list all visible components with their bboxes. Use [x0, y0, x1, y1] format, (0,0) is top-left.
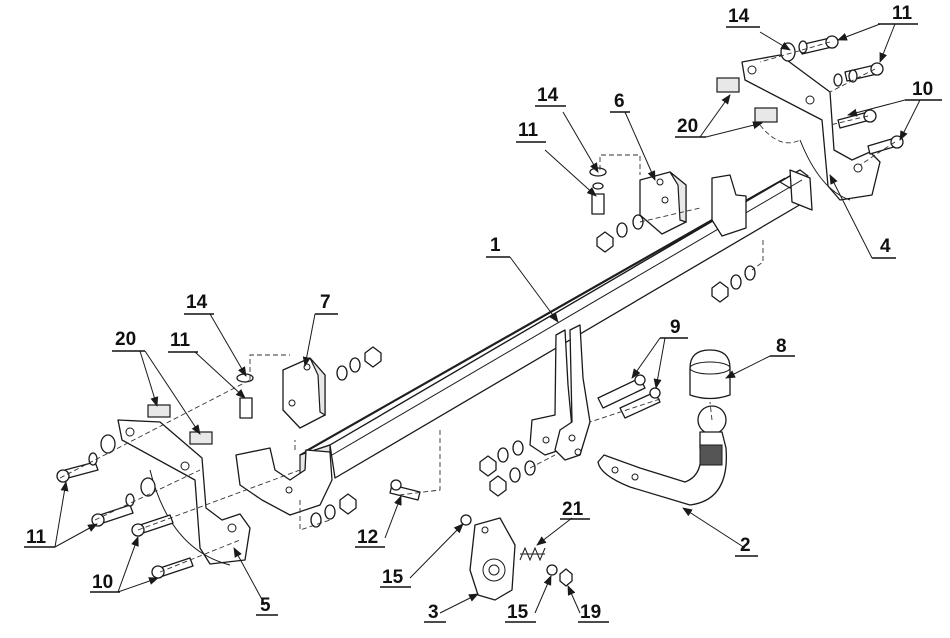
callout-10: 10	[912, 79, 933, 100]
callout-14: 14	[728, 6, 750, 27]
center-hanger-plates	[529, 324, 591, 461]
right-mount-plate	[639, 171, 747, 237]
spring	[519, 546, 546, 562]
long-bolts	[597, 374, 661, 419]
callout-15: 15	[507, 602, 529, 623]
center-bolt	[389, 479, 421, 501]
callout-10: 10	[92, 572, 113, 593]
callout-labels: 14 11 10 20 14 6 11 4 1 14 7 20 11 9 8 2…	[24, 3, 942, 623]
left-side-bracket	[117, 419, 251, 566]
washers-and-nuts	[88, 40, 858, 587]
callout-11: 11	[170, 330, 191, 351]
ball-cap	[689, 349, 731, 400]
callout-8: 8	[776, 336, 787, 357]
callout-5: 5	[260, 595, 271, 616]
callout-15: 15	[382, 567, 404, 588]
assembly-guide-lines	[59, 41, 896, 573]
callout-1: 1	[490, 235, 501, 256]
callout-14: 14	[186, 292, 208, 313]
socket-plate	[469, 517, 516, 601]
clip-nuts	[147, 77, 778, 445]
tow-ball-neck	[597, 405, 728, 506]
callout-4: 4	[880, 236, 891, 257]
part-drawings	[56, 35, 904, 601]
callout-9: 9	[670, 317, 681, 338]
callout-20: 20	[677, 116, 698, 137]
callout-20: 20	[115, 329, 136, 350]
callout-14: 14	[537, 85, 559, 106]
callout-21: 21	[562, 499, 584, 520]
leader-lines	[54, 23, 921, 614]
callout-3: 3	[428, 602, 439, 623]
left-mount-plate	[235, 357, 333, 516]
callout-11: 11	[892, 3, 913, 24]
callout-7: 7	[320, 292, 331, 313]
left-bolts	[56, 461, 194, 579]
callout-11: 11	[518, 120, 539, 141]
callout-2: 2	[740, 535, 751, 556]
callout-11: 11	[26, 527, 47, 548]
callout-12: 12	[357, 527, 378, 548]
callout-19: 19	[580, 602, 601, 623]
callout-6: 6	[614, 91, 625, 112]
